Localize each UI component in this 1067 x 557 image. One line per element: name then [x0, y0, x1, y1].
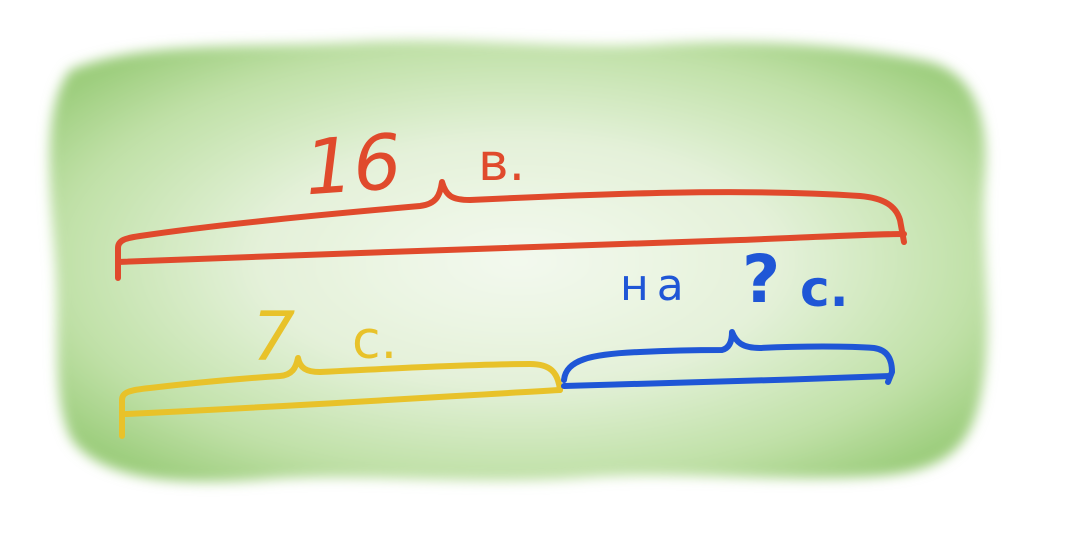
- known-part-bar: [123, 387, 563, 417]
- total-unit-label: в.: [478, 133, 525, 193]
- total-number-label: 16: [302, 117, 405, 213]
- unknown-part-brace: [561, 329, 895, 385]
- known-unit-label: с.: [352, 311, 397, 371]
- unknown-part-bar: [561, 373, 893, 389]
- total-bar: [115, 231, 907, 265]
- total-brace: [115, 179, 907, 281]
- unknown-unit-label: с.: [800, 260, 849, 318]
- known-part-brace: [119, 355, 563, 439]
- known-number-label: 7: [252, 298, 295, 377]
- unknown-prefix-label: на: [620, 260, 692, 311]
- watercolor-background: [49, 40, 988, 482]
- unknown-question-mark: ?: [742, 241, 780, 318]
